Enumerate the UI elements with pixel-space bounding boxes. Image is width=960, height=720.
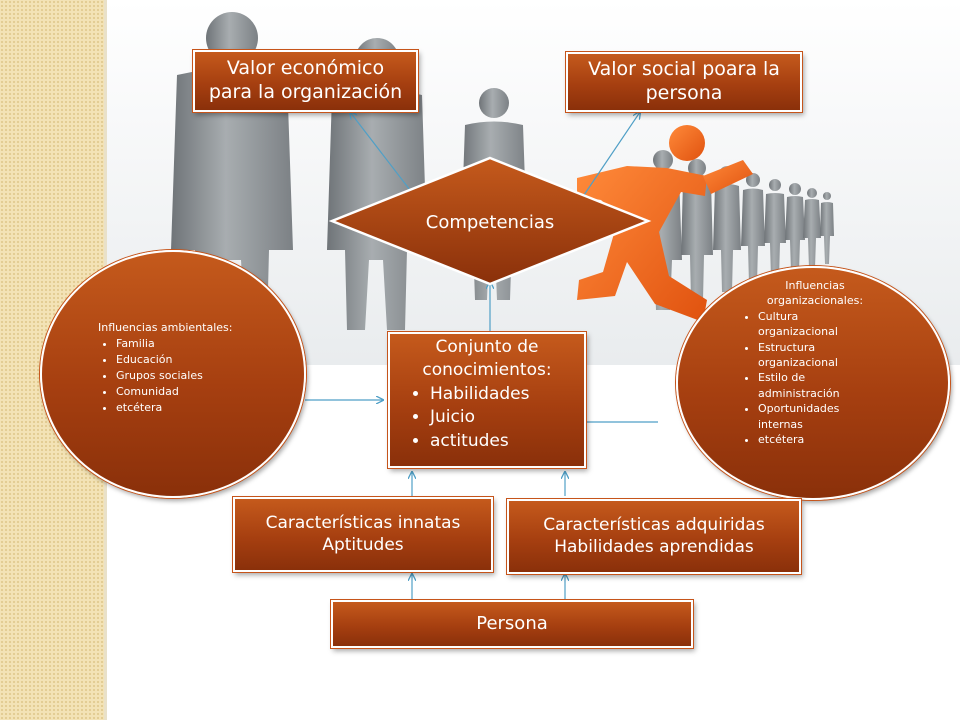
- conjunto-conocimientos-box: Conjunto de conocimientos: Habilidades J…: [388, 332, 586, 468]
- valor-social-box: Valor social poara la persona: [566, 52, 802, 112]
- influencias-organizacionales-list: Cultura organizacional Estructura organi…: [728, 309, 868, 448]
- org-title-line1: Influencias: [785, 279, 845, 292]
- conjunto-title-line2: conocimientos:: [422, 360, 552, 381]
- valor-economico-box: Valor económico para la organización: [193, 50, 418, 112]
- conjunto-title-line1: Conjunto de: [435, 337, 539, 357]
- ambiental-item: Grupos sociales: [116, 368, 288, 384]
- valor-economico-line2: para la organización: [208, 81, 403, 103]
- valor-social-line1: Valor social poara la: [588, 58, 780, 81]
- valor-economico-line1: Valor económico: [226, 57, 385, 80]
- adquiridas-line1: Características adquiridas: [543, 515, 765, 536]
- org-title-line2: organizacionales:: [766, 294, 864, 308]
- conjunto-item-habilidades: Habilidades: [430, 383, 584, 406]
- competencias-label: Competencias: [426, 212, 554, 233]
- innatas-line1: Características innatas: [265, 513, 461, 534]
- org-item: Cultura organizacional: [758, 309, 868, 340]
- innatas-line2: Aptitudes: [322, 534, 404, 555]
- org-item: Estilo de administración: [758, 370, 868, 401]
- competencias-diamond: Competencias: [328, 156, 652, 286]
- influencias-ambientales-list: Familia Educación Grupos sociales Comuni…: [98, 336, 288, 416]
- conjunto-item-actitudes: actitudes: [430, 430, 584, 453]
- ambiental-item: Educación: [116, 352, 288, 368]
- influencias-ambientales-title: Influencias ambientales:: [98, 321, 233, 334]
- ambiental-item: Comunidad: [116, 384, 288, 400]
- ambiental-item: etcétera: [116, 400, 288, 416]
- caracteristicas-innatas-box: Características innatas Aptitudes: [233, 497, 493, 572]
- influencias-ambientales-circle: Influencias ambientales: Familia Educaci…: [40, 250, 306, 498]
- org-item: Oportunidades internas: [758, 401, 868, 432]
- persona-label: Persona: [476, 612, 548, 634]
- conjunto-list: Habilidades Juicio actitudes: [390, 383, 584, 453]
- org-item: Estructura organizacional: [758, 340, 868, 371]
- adquiridas-line2: Habilidades aprendidas: [554, 536, 754, 557]
- influencias-organizacionales-title: Influencias organizacionales:: [728, 278, 902, 309]
- org-item: etcétera: [758, 432, 868, 447]
- conjunto-item-juicio: Juicio: [430, 406, 584, 429]
- ambiental-item: Familia: [116, 336, 288, 352]
- caracteristicas-adquiridas-box: Características adquiridas Habilidades a…: [507, 499, 801, 574]
- valor-social-line2: persona: [645, 82, 723, 104]
- persona-box: Persona: [331, 600, 693, 648]
- influencias-organizacionales-circle: Influencias organizacionales: Cultura or…: [676, 266, 950, 500]
